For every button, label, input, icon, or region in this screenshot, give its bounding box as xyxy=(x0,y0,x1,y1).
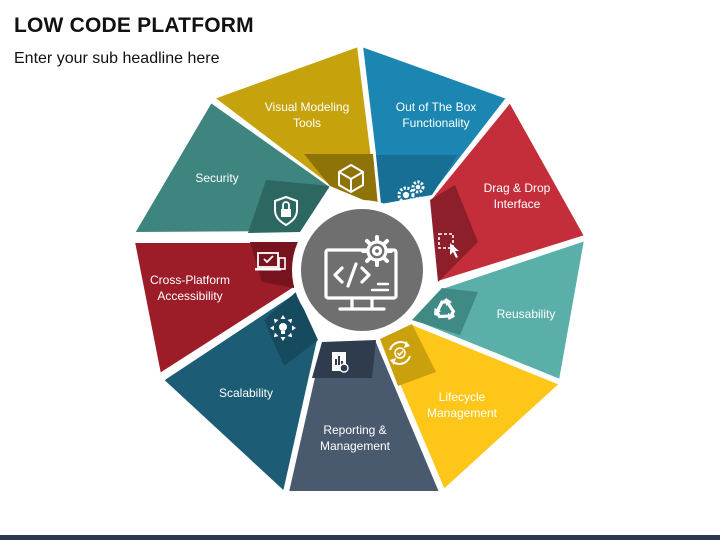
segment-label-line: Functionality xyxy=(402,116,469,130)
segment-scalability: Scalability xyxy=(161,290,320,494)
center-hub xyxy=(292,200,432,340)
report-document-icon xyxy=(332,352,349,373)
cube-icon xyxy=(338,163,364,194)
segment-reporting: Reporting & Management xyxy=(286,338,442,493)
segment-scalability-tab xyxy=(264,292,318,366)
segment-label-line: Lifecycle xyxy=(439,390,486,404)
gears-icon xyxy=(397,180,425,208)
segment-visual-modeling-tab xyxy=(304,154,378,206)
segment-reporting-label: Reporting & Management xyxy=(320,423,391,453)
devices-icon xyxy=(255,252,286,271)
segment-label-line: Visual Modeling xyxy=(265,100,350,114)
scale-arrows-icon xyxy=(270,315,296,341)
segment-security: Security xyxy=(132,100,332,235)
page-subtitle: Enter your sub headline here xyxy=(14,50,220,67)
segment-label-line: Cross-Platform xyxy=(150,273,230,287)
segment-label-line: Out of The Box xyxy=(396,100,477,114)
segment-label-line: Interface xyxy=(494,197,541,211)
shield-lock-icon xyxy=(274,195,298,227)
segment-security-label: Security xyxy=(195,171,238,185)
page-title: LOW CODE PLATFORM xyxy=(14,14,254,37)
segment-label-line: Reusability xyxy=(497,307,556,321)
recycle-icon xyxy=(434,298,456,321)
cycle-check-icon xyxy=(389,341,411,365)
code-monitor-gear-icon xyxy=(324,235,398,311)
drag-drop-icon xyxy=(438,233,459,258)
segment-lifecycle-tab xyxy=(380,324,436,386)
segment-reusability-tab xyxy=(412,288,478,335)
segment-reusability-label: Reusability xyxy=(497,307,556,321)
segment-label-line: Reporting & xyxy=(323,423,386,437)
segment-label-line: Security xyxy=(195,171,238,185)
segment-label-line: Management xyxy=(320,439,391,453)
segment-out-of-box-tab xyxy=(376,155,458,204)
bottom-bar xyxy=(0,535,720,540)
segment-reusability: Reusability xyxy=(410,238,587,382)
segment-label-line: Scalability xyxy=(219,386,273,400)
segment-drag-drop-tab xyxy=(430,185,478,282)
segment-label-line: Tools xyxy=(293,116,321,130)
segment-label-line: Drag & Drop xyxy=(484,181,551,195)
segment-scalability-label: Scalability xyxy=(219,386,273,400)
segment-label-line: Accessibility xyxy=(157,289,222,303)
segment-label-line: Management xyxy=(427,406,498,420)
